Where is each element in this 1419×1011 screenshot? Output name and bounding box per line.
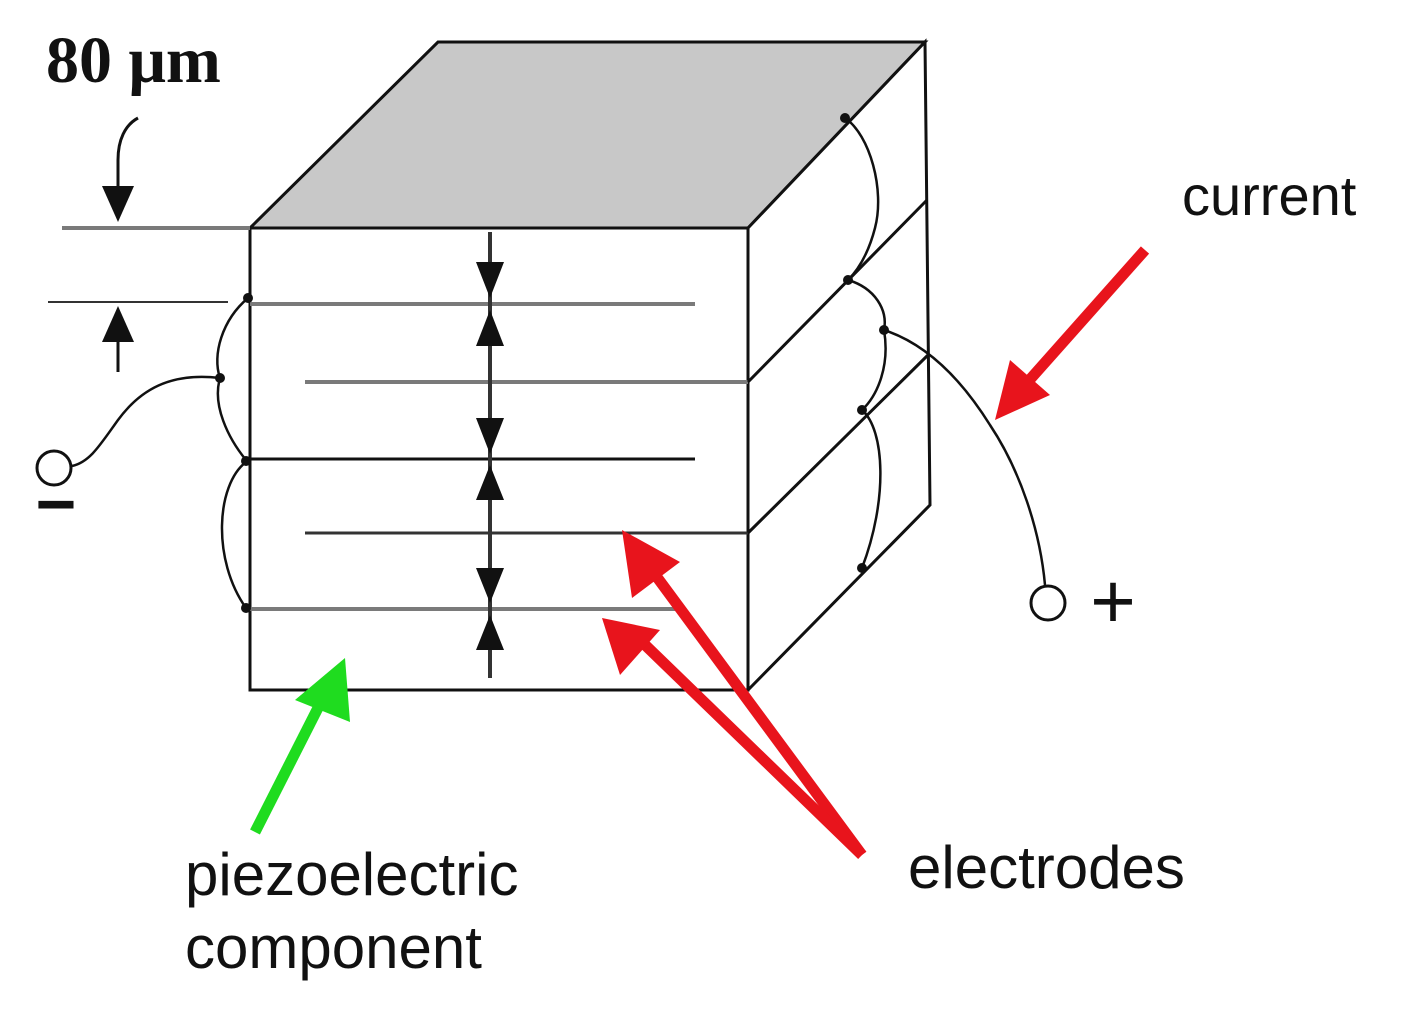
- electrode-side-edge-2: [746, 353, 930, 535]
- negative-junctions: [215, 293, 253, 613]
- positive-junctions: [840, 113, 889, 573]
- polarization-arrows: [476, 232, 504, 678]
- piezo-pointer-arrow: [250, 658, 350, 835]
- current-pointer-arrow: [995, 246, 1150, 420]
- electrodes-pointer-arrows: [602, 530, 867, 859]
- positive-wiring: [844, 116, 1047, 586]
- plus-sign: +: [1090, 557, 1136, 645]
- piezo-label-line2: component: [185, 914, 482, 981]
- current-label: current: [1182, 164, 1357, 227]
- positive-terminal: [1029, 584, 1067, 622]
- piezo-label-line1: piezoelectric: [185, 841, 519, 908]
- cube-right-face: [746, 38, 932, 694]
- electrode-side-edge-1: [746, 198, 929, 384]
- negative-terminal: [35, 449, 73, 487]
- negative-wiring: [71, 297, 249, 609]
- thickness-dimension: [48, 116, 250, 372]
- minus-sign: −: [36, 465, 77, 543]
- electrodes-label: electrodes: [908, 834, 1185, 901]
- thickness-label: 80 μm: [46, 24, 221, 97]
